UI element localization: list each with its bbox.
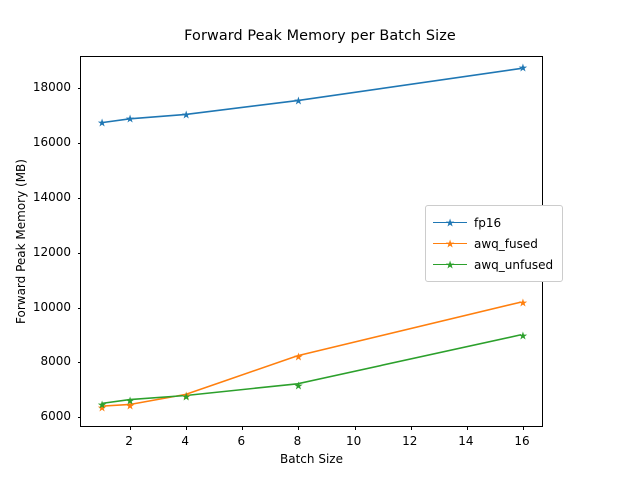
series-lines <box>101 67 522 407</box>
legend-item-fp16[interactable]: ★ fp16 <box>433 212 553 233</box>
x-tick-label: 14 <box>458 434 474 448</box>
x-tick-label: 16 <box>514 434 530 448</box>
x-tick-mark <box>522 426 524 430</box>
series-line <box>101 301 522 407</box>
x-tick-mark <box>186 426 188 430</box>
legend-label: awq_unfused <box>474 257 554 272</box>
y-tick-label: 16000 <box>32 135 71 150</box>
y-tick-mark <box>77 417 81 419</box>
x-tick-label: 8 <box>293 434 302 448</box>
legend[interactable]: ★ fp16 ★ awq_fused ★ awq_unfused <box>425 205 564 282</box>
x-tick-mark <box>242 426 244 430</box>
x-tick-label: 6 <box>237 434 246 448</box>
y-tick-mark <box>77 198 81 199</box>
y-tick-label: 12000 <box>32 244 71 259</box>
y-tick-mark <box>77 88 81 90</box>
y-tick-label: 18000 <box>32 80 71 95</box>
y-tick-mark <box>77 307 81 309</box>
legend-line-icon: ★ <box>433 258 467 272</box>
legend-line-icon: ★ <box>433 216 467 230</box>
series-line <box>101 333 522 405</box>
y-tick-mark <box>77 252 81 254</box>
y-tick-mark <box>77 362 81 364</box>
x-axis-title: Batch Size <box>280 452 343 466</box>
x-tick-label: 4 <box>181 434 190 448</box>
y-tick-label: 10000 <box>32 299 71 314</box>
y-tick-label: 8000 <box>40 354 71 369</box>
x-tick-label: 12 <box>402 434 418 448</box>
legend-label: fp16 <box>474 215 502 230</box>
x-tick-label: 10 <box>345 434 362 448</box>
x-tick-mark <box>130 426 132 430</box>
legend-line-icon: ★ <box>433 237 467 251</box>
series-line <box>101 67 522 124</box>
x-tick-mark <box>298 426 300 430</box>
x-tick-mark <box>410 426 412 430</box>
y-tick-label: 6000 <box>40 409 71 424</box>
y-tick-mark <box>77 143 81 145</box>
legend-item-awq_fused[interactable]: ★ awq_fused <box>433 233 553 254</box>
y-axis-title: Forward Peak Memory (MB) <box>14 159 28 324</box>
x-tick-mark <box>466 426 468 430</box>
x-tick-mark <box>354 426 356 430</box>
x-tick-label: 2 <box>125 434 133 448</box>
legend-label: awq_fused <box>474 236 538 251</box>
chart-title: Forward Peak Memory per Batch Size <box>184 28 456 44</box>
legend-item-awq_unfused[interactable]: ★ awq_unfused <box>433 254 553 275</box>
y-tick-label: 14000 <box>32 190 71 204</box>
